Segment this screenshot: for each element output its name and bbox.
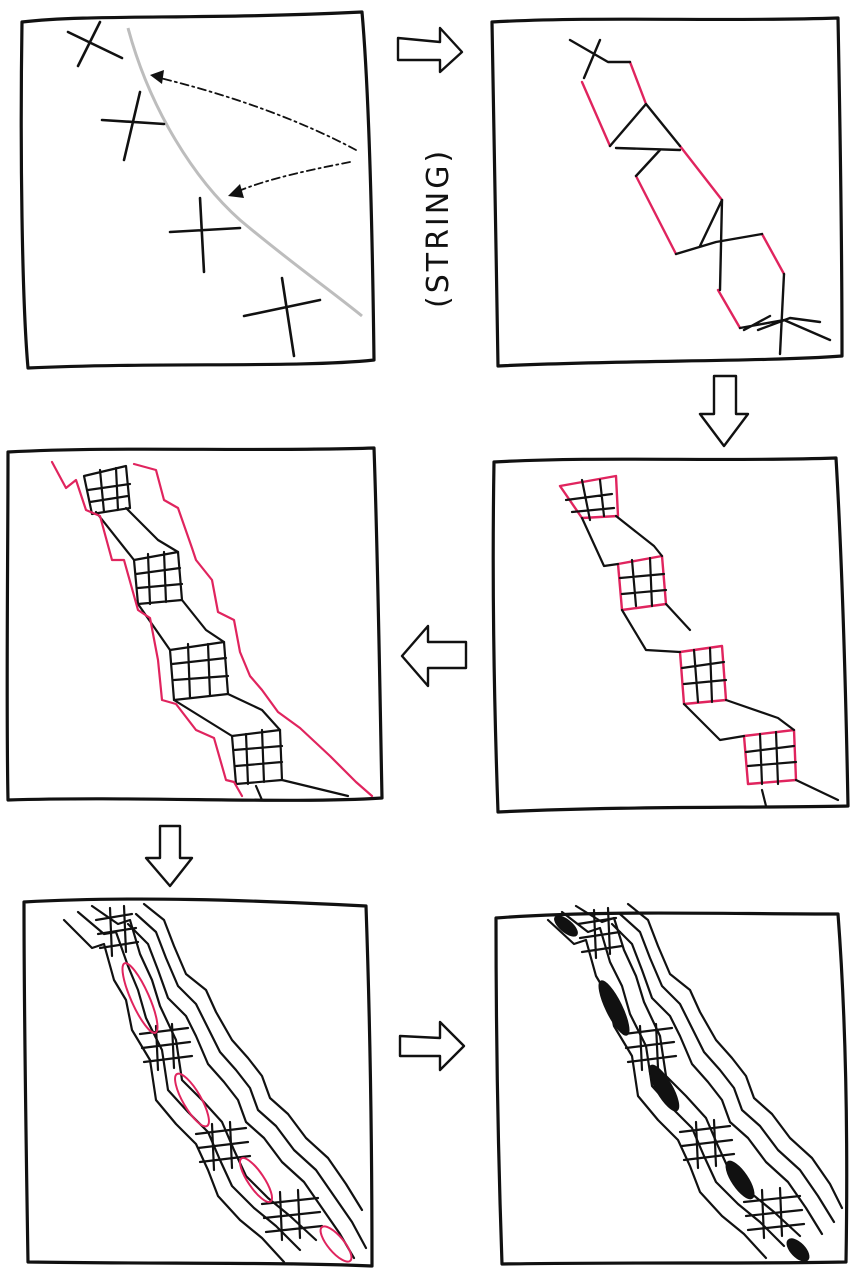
square-crosshatch (566, 480, 796, 784)
square-2 (618, 556, 666, 610)
pointer-arrow-2 (236, 162, 350, 192)
final-band-right (612, 904, 842, 1234)
panel-4-frame (7, 448, 382, 800)
inner-ovals (116, 960, 356, 1266)
arrow-right-1-to-2 (398, 28, 462, 72)
panel-1-frame (21, 12, 374, 368)
filled-oval-4 (783, 1235, 813, 1265)
band-square-2 (134, 552, 182, 604)
square-3 (680, 646, 726, 704)
oval-3 (235, 1154, 277, 1206)
panel-5-content (64, 904, 366, 1266)
panel-step-2 (492, 18, 842, 366)
triple-band-squares (96, 906, 322, 1240)
triple-band-left (64, 906, 316, 1262)
arrow-right-5-to-6 (400, 1022, 464, 1070)
band-outline-right (134, 464, 372, 796)
zigzag-red-edges (582, 62, 784, 328)
band-square-4 (232, 730, 282, 784)
panel-4-content (52, 462, 372, 800)
square-4 (744, 730, 796, 784)
panel-6-content (548, 904, 842, 1265)
panel-2-frame (492, 18, 842, 366)
band-inner-lines (96, 508, 348, 800)
panel-3-content (560, 476, 838, 806)
arrow-down-2-to-3 (700, 376, 748, 446)
arrow-left-3-to-4 (402, 626, 466, 686)
band-square-3 (170, 642, 228, 700)
panel-step-4 (7, 448, 382, 800)
final-band-squares (578, 908, 804, 1238)
band-squares (84, 466, 282, 784)
triple-band-right (128, 904, 366, 1258)
filled-oval-3 (721, 1157, 759, 1202)
panel-1-content: (STRING) (68, 22, 456, 356)
string-pointer-arrows (160, 78, 356, 192)
x-marks (68, 22, 320, 356)
zigzag-black-edges (570, 40, 830, 354)
string-label: (STRING) (421, 148, 456, 308)
pointer-arrowhead-2 (228, 184, 244, 198)
panel-2-content (570, 40, 830, 354)
x-mark-1 (68, 22, 122, 66)
arrow-down-4-to-5 (146, 826, 192, 886)
pointer-arrowhead-1 (150, 70, 164, 84)
panel-step-1 (21, 12, 374, 368)
x-mark-4 (244, 278, 320, 356)
band-square-1 (84, 466, 130, 514)
pointer-arrow-1 (160, 78, 356, 150)
band-outline-left (52, 462, 242, 796)
